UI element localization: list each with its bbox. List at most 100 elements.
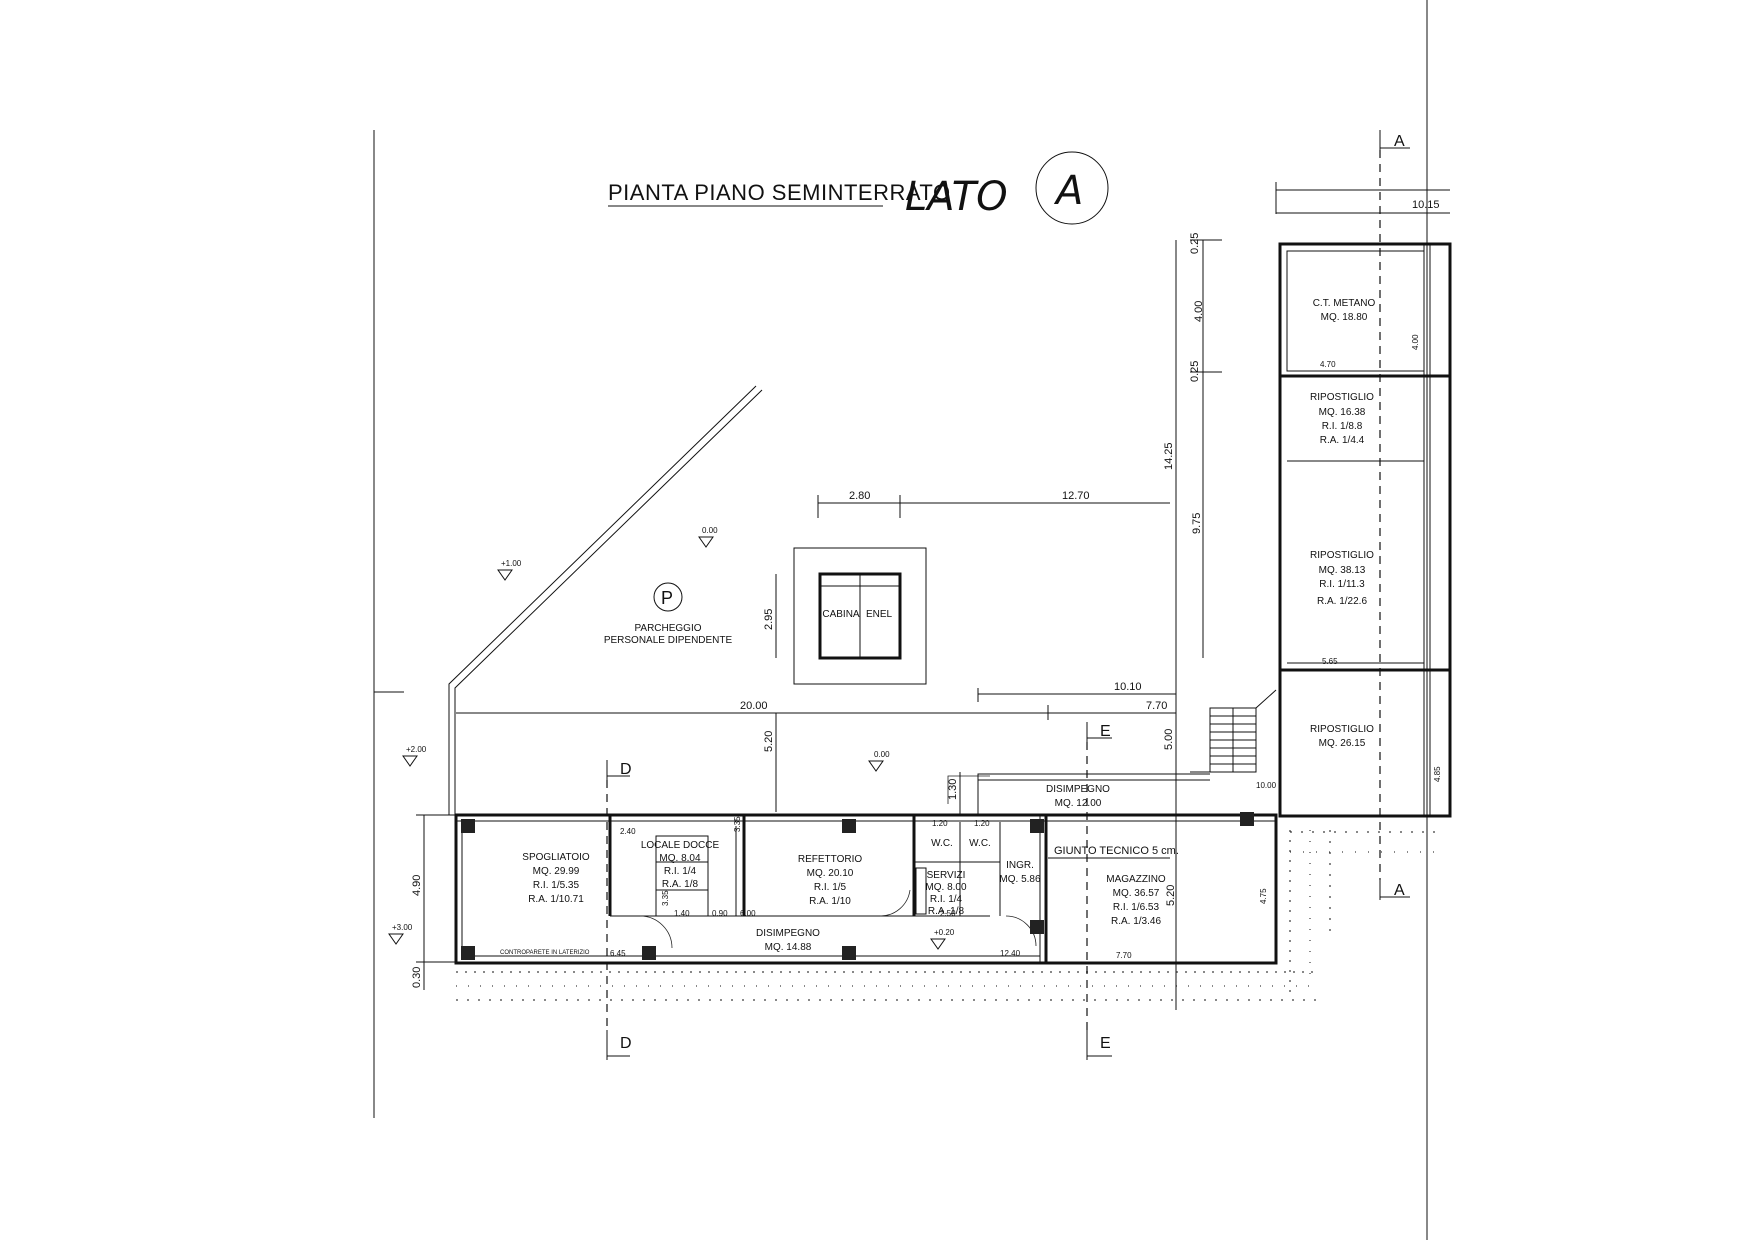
level-000a: 0.00 bbox=[702, 526, 718, 535]
dim-1425: 14.25 bbox=[1163, 442, 1175, 470]
dim-975: 9.75 bbox=[1191, 513, 1203, 534]
dim-400: 4.00 bbox=[1193, 301, 1205, 322]
column bbox=[842, 946, 856, 960]
ripostiglio2-ri: R.I. 1/11.3 bbox=[1319, 579, 1365, 590]
handwritten-lato: LATO bbox=[905, 174, 1008, 220]
ingr-name: INGR. bbox=[1006, 860, 1034, 871]
ripostiglio1-ra: R.A. 1/4.4 bbox=[1320, 435, 1365, 446]
parking-boundary bbox=[454, 389, 763, 815]
dim-1000: 10.00 bbox=[1256, 781, 1277, 790]
dim-1270: 12.70 bbox=[1062, 490, 1090, 502]
locale-docce-ra: R.A. 1/8 bbox=[662, 879, 699, 890]
section-d-bottom-label: D bbox=[620, 1035, 632, 1052]
dim-295: 2.95 bbox=[763, 609, 775, 630]
refettorio-mq: MQ. 20.10 bbox=[807, 868, 854, 879]
cabina-enclosure bbox=[793, 547, 927, 685]
level-200: +2.00 bbox=[406, 745, 427, 754]
refettorio-ri: R.I. 1/5 bbox=[814, 882, 847, 893]
ripostiglio3-name: RIPOSTIGLIO bbox=[1310, 724, 1374, 735]
dim-025b: 0.25 bbox=[1189, 361, 1201, 382]
controparete-note: CONTROPARETE IN LATERIZIO bbox=[500, 950, 590, 956]
dim-470: 4.70 bbox=[1320, 360, 1336, 369]
servizi-ra: R.A. 1/8 bbox=[928, 906, 965, 917]
dim-120a: 1.20 bbox=[932, 819, 948, 828]
ripostiglio1-mq: MQ. 16.38 bbox=[1319, 407, 1366, 418]
dim-250: 2.50 bbox=[940, 909, 956, 918]
disimpegno-top-outline bbox=[977, 773, 1210, 815]
dim-2000: 20.00 bbox=[740, 700, 768, 712]
dim-280: 2.80 bbox=[849, 490, 870, 502]
refettorio-name: REFETTORIO bbox=[798, 854, 862, 865]
dim-500: 5.00 bbox=[1163, 729, 1175, 750]
dim-090: 0.90 bbox=[712, 909, 728, 918]
ripostiglio1-ri: R.I. 1/8.8 bbox=[1322, 421, 1363, 432]
ripostiglio3-mq: MQ. 26.15 bbox=[1319, 738, 1366, 749]
column bbox=[1030, 920, 1044, 934]
column bbox=[1030, 819, 1044, 833]
parking-label-line1: PARCHEGGIO bbox=[634, 623, 701, 634]
section-d-top-label: D bbox=[620, 761, 632, 778]
section-a-bottom-label: A bbox=[1394, 882, 1405, 899]
level-300: +3.00 bbox=[392, 923, 413, 932]
dim-1015: 10.15 bbox=[1412, 199, 1440, 211]
disimpegno-top-mq: MQ. 12.00 bbox=[1055, 798, 1102, 809]
disimpegno-bottom-name: DISIMPEGNO bbox=[756, 928, 820, 939]
dim-520b: 5.20 bbox=[1165, 885, 1177, 906]
parking-label-line2: PERSONALE DIPENDENTE bbox=[604, 635, 733, 646]
plan-title: PIANTA PIANO SEMINTERRATO bbox=[608, 180, 951, 205]
parking-symbol: P bbox=[661, 588, 673, 608]
dim-490: 4.90 bbox=[411, 875, 423, 896]
dim-400b: 4.00 bbox=[1411, 334, 1420, 350]
spogliatoio-name: SPOGLIATOIO bbox=[522, 852, 590, 863]
dim-565: 5.65 bbox=[1322, 657, 1338, 666]
dim-645: 6.45 bbox=[610, 949, 626, 958]
magazzino-ri: R.I. 1/6.53 bbox=[1113, 902, 1160, 913]
cabina-left: CABINA bbox=[822, 609, 860, 620]
magazzino-ra: R.A. 1/3.46 bbox=[1111, 916, 1161, 927]
dim-025a: 0.25 bbox=[1189, 233, 1201, 254]
handwritten-circle bbox=[1035, 151, 1109, 225]
wc2-label: W.C. bbox=[969, 838, 991, 849]
column bbox=[642, 946, 656, 960]
handwritten-circle-letter: A bbox=[1053, 168, 1083, 214]
room-ct-metano bbox=[1286, 250, 1425, 372]
servizi-ri: R.I. 1/4 bbox=[930, 894, 963, 905]
ripostiglio2-name: RIPOSTIGLIO bbox=[1310, 550, 1374, 561]
section-e-bottom-label: E bbox=[1100, 1035, 1111, 1052]
level-000b: 0.00 bbox=[874, 750, 890, 759]
right-block-wall bbox=[1278, 242, 1452, 818]
dim-520a: 5.20 bbox=[763, 731, 775, 752]
disimpegno-top-name: DISIMPEGNO bbox=[1046, 784, 1110, 795]
section-a-top-label: A bbox=[1394, 133, 1405, 150]
spogliatoio-mq: MQ. 29.99 bbox=[533, 866, 580, 877]
lower-building-wall bbox=[454, 813, 1278, 965]
dim-770b: 7.70 bbox=[1116, 951, 1132, 960]
ripostiglio2-mq: MQ. 38.13 bbox=[1319, 565, 1366, 576]
dim-475: 4.75 bbox=[1259, 888, 1268, 904]
dim-1010: 10.10 bbox=[1114, 681, 1142, 693]
dim-600: 6.00 bbox=[740, 909, 756, 918]
magazzino-name: MAGAZZINO bbox=[1106, 874, 1166, 885]
locale-docce-mq: MQ. 8.04 bbox=[659, 853, 701, 864]
spogliatoio-ra: R.A. 1/10.71 bbox=[528, 894, 584, 905]
dim-130: 1.30 bbox=[947, 779, 959, 800]
column bbox=[461, 819, 475, 833]
giunto-note: GIUNTO TECNICO 5 cm. bbox=[1054, 845, 1179, 857]
dim-1240: 12.40 bbox=[1000, 949, 1021, 958]
dim-120b: 1.20 bbox=[974, 819, 990, 828]
ripostiglio1-name: RIPOSTIGLIO bbox=[1310, 392, 1374, 403]
level-100: +1.00 bbox=[501, 559, 522, 568]
dim-770a: 7.70 bbox=[1146, 700, 1167, 712]
servizi-mq: MQ. 8.00 bbox=[925, 882, 967, 893]
cabina-right: ENEL bbox=[866, 609, 893, 620]
magazzino-mq: MQ. 36.57 bbox=[1113, 888, 1160, 899]
column bbox=[842, 819, 856, 833]
ct-metano-mq: MQ. 18.80 bbox=[1321, 312, 1368, 323]
refettorio-ra: R.A. 1/10 bbox=[809, 896, 851, 907]
dim-485: 4.85 bbox=[1433, 766, 1442, 782]
parking-symbol-circle bbox=[653, 582, 683, 612]
locale-docce-name: LOCALE DOCCE bbox=[641, 840, 720, 851]
dim-335a: 3.35 bbox=[733, 816, 742, 832]
dim-140: 1.40 bbox=[674, 909, 690, 918]
disimpegno-bottom-mq: MQ. 14.88 bbox=[765, 942, 812, 953]
